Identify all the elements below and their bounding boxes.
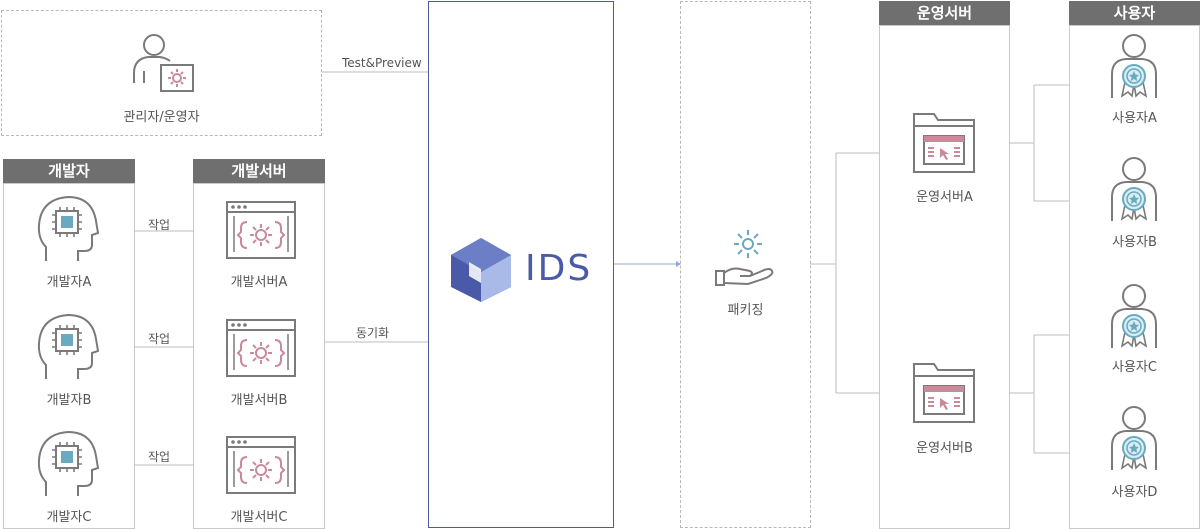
edge-label-test-preview: Test&Preview <box>342 56 422 70</box>
ops-server-label-b: 운영서버B <box>916 441 973 456</box>
developer-label-a: 개발자A <box>46 275 92 290</box>
developer-head-chip-icon <box>36 311 100 385</box>
edge-label-work-c: 작업 <box>148 450 171 464</box>
packaging-box: 패키징 <box>680 1 811 528</box>
ids-box: IDS <box>428 1 614 528</box>
code-window-gear-icon <box>225 435 297 499</box>
dev-server-label-b: 개발서버B <box>230 393 288 408</box>
edge-label-work-b: 작업 <box>148 332 171 346</box>
admin-label: 관리자/운영자 <box>123 110 200 125</box>
admin-user-gear-icon <box>130 31 196 97</box>
ops-servers-header: 운영서버 <box>879 1 1010 25</box>
developer-head-chip-icon <box>36 428 100 502</box>
edge-label-sync: 동기화 <box>356 326 390 340</box>
developer-head-chip-icon <box>36 193 100 267</box>
dev-server-label-a: 개발서버A <box>230 275 288 290</box>
folder-window-icon <box>912 110 976 178</box>
packaging-label: 패키징 <box>727 303 764 318</box>
user-label-a: 사용자A <box>1112 111 1157 126</box>
user-badge-icon <box>1108 32 1160 104</box>
developer-label-b: 개발자B <box>46 393 92 408</box>
folder-window-icon <box>912 360 976 428</box>
edge-label-work-a: 작업 <box>148 218 171 232</box>
code-window-gear-icon <box>225 200 297 264</box>
user-label-b: 사용자B <box>1112 235 1157 250</box>
user-badge-icon <box>1108 282 1160 354</box>
user-badge-icon <box>1108 155 1160 227</box>
developer-label-c: 개발자C <box>46 510 92 525</box>
ids-logo-text: IDS <box>525 248 593 289</box>
user-label-c: 사용자C <box>1112 360 1157 375</box>
dev-server-label-c: 개발서버C <box>230 510 288 525</box>
dev-servers-header: 개발서버 <box>193 159 325 183</box>
ids-logo-cube-icon <box>449 236 513 308</box>
developers-header: 개발자 <box>3 159 135 183</box>
code-window-gear-icon <box>225 318 297 382</box>
user-badge-icon <box>1108 404 1160 476</box>
hand-gear-icon <box>714 227 778 291</box>
admin-box: 관리자/운영자 <box>1 10 322 136</box>
users-header: 사용자 <box>1069 1 1200 25</box>
arrow-head-packaging <box>676 261 681 267</box>
user-label-d: 사용자D <box>1111 485 1158 500</box>
ops-server-label-a: 운영서버A <box>916 190 973 205</box>
